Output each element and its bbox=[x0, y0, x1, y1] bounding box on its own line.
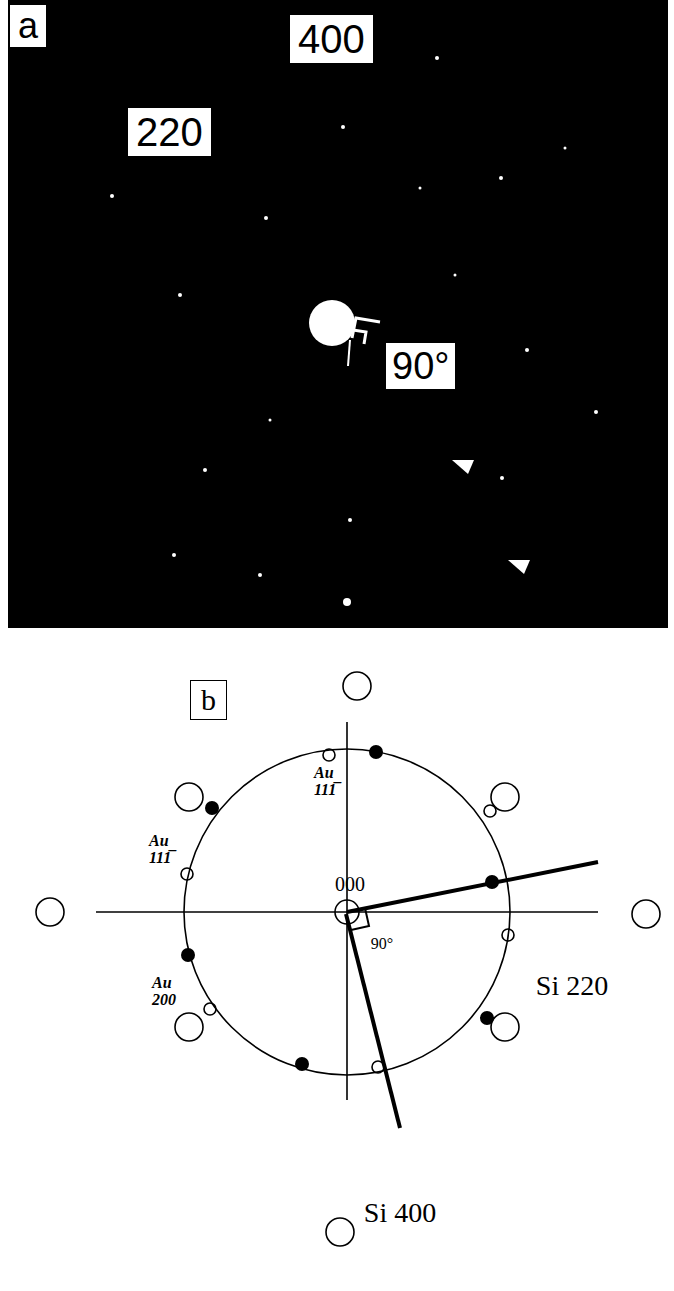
schematic bbox=[36, 672, 660, 1246]
label-text: 90° bbox=[392, 347, 449, 385]
label-text: a bbox=[18, 8, 38, 44]
label-text: b bbox=[201, 685, 216, 715]
guide-line bbox=[348, 340, 350, 366]
angle-label-box: 90° bbox=[386, 343, 455, 389]
label-text: 400 bbox=[298, 19, 365, 59]
index-label-box: 400 bbox=[290, 15, 373, 63]
arrowheads bbox=[452, 460, 530, 574]
reflection-label: Au 111̅ bbox=[149, 833, 183, 867]
reflection-label: Au 111̅ bbox=[314, 765, 348, 799]
panel-letter: b bbox=[190, 680, 227, 720]
origin-label: 000 bbox=[335, 874, 365, 895]
right-angle-mark bbox=[352, 318, 380, 344]
reflection-label: Au 200 bbox=[152, 975, 186, 1009]
reflection-label: Si 400 bbox=[364, 1198, 436, 1227]
reflection-label: Si 220 bbox=[536, 971, 608, 1000]
index-label-box: 220 bbox=[128, 108, 211, 156]
label-text: 220 bbox=[136, 112, 203, 152]
diffraction-spots bbox=[110, 19, 598, 606]
angle-label: 90° bbox=[371, 936, 393, 953]
diffraction-photo bbox=[8, 0, 668, 628]
filled-spots bbox=[181, 745, 499, 1071]
panel-letter: a bbox=[10, 5, 46, 47]
